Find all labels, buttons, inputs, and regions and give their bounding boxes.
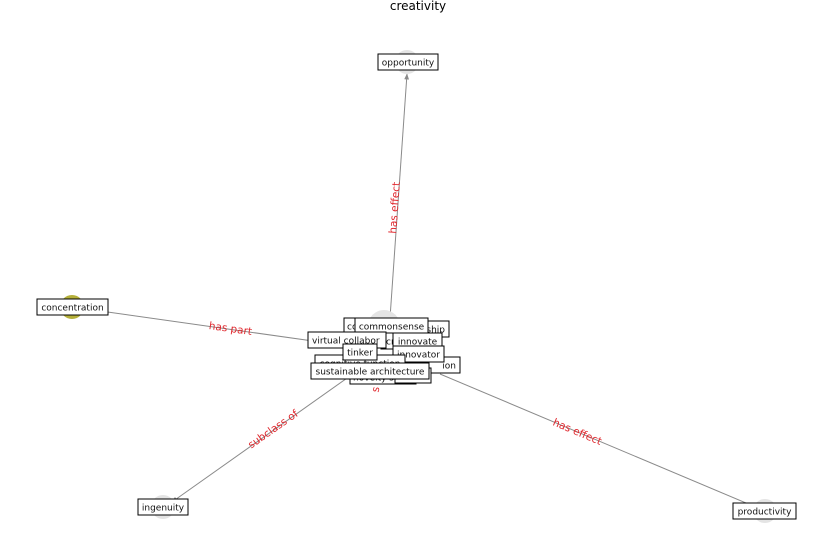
- edge-label-has-effect-opportunity: has effect: [387, 181, 403, 234]
- node-label-ion: ion: [442, 362, 456, 372]
- node-label-concentration: concentration: [41, 304, 103, 314]
- edge-label-hidden-s: s: [370, 386, 383, 393]
- edge-subclass-of: [171, 375, 351, 503]
- node-ingenuity[interactable]: ingenuity: [137, 498, 189, 516]
- outer-node-labels: opportunity concentration ingenuity prod…: [36, 53, 797, 520]
- edge-has-effect-opportunity: [389, 73, 410, 319]
- node-label-productivity: productivity: [738, 508, 792, 518]
- edge-label-has-part: has part: [208, 320, 253, 338]
- central-cluster: ship co commonsense ion novelty seek cr …: [307, 317, 461, 385]
- node-concentration[interactable]: concentration: [36, 298, 109, 316]
- node-label-commonsense-hidden: co: [347, 323, 358, 333]
- edge-has-effect-productivity: [439, 373, 766, 512]
- node-label-sustainable-architecture: sustainable architecture: [316, 368, 425, 378]
- node-label-tinker: tinker: [347, 349, 373, 359]
- node-sustainable-architecture[interactable]: sustainable architecture: [310, 362, 430, 380]
- node-tinker[interactable]: tinker: [342, 343, 378, 361]
- node-innovator[interactable]: innovator: [392, 345, 445, 363]
- edge-label-has-effect-productivity: has effect: [551, 417, 604, 448]
- node-label-ingenuity: ingenuity: [142, 504, 185, 514]
- edge-labels: has effect has part subclass of has effe…: [208, 181, 603, 451]
- node-label-innovator: innovator: [397, 351, 440, 361]
- node-label-ship: ship: [426, 326, 445, 336]
- node-label-virtual-collaboration: virtual collabor: [312, 337, 380, 347]
- graph-title: creativity: [390, 0, 446, 13]
- node-label-innovate: innovate: [398, 338, 438, 348]
- edges: [71, 73, 766, 512]
- node-circles: [60, 50, 777, 523]
- node-opportunity[interactable]: opportunity: [377, 53, 439, 71]
- node-label-cr: cr: [386, 338, 395, 348]
- node-label-opportunity: opportunity: [382, 59, 435, 69]
- edge-label-subclass-of: subclass of: [246, 408, 301, 451]
- node-productivity[interactable]: productivity: [732, 502, 797, 520]
- edge-has-part: [71, 306, 321, 343]
- node-label-commonsense: commonsense: [359, 323, 425, 333]
- node-commonsense[interactable]: commonsense: [354, 317, 429, 335]
